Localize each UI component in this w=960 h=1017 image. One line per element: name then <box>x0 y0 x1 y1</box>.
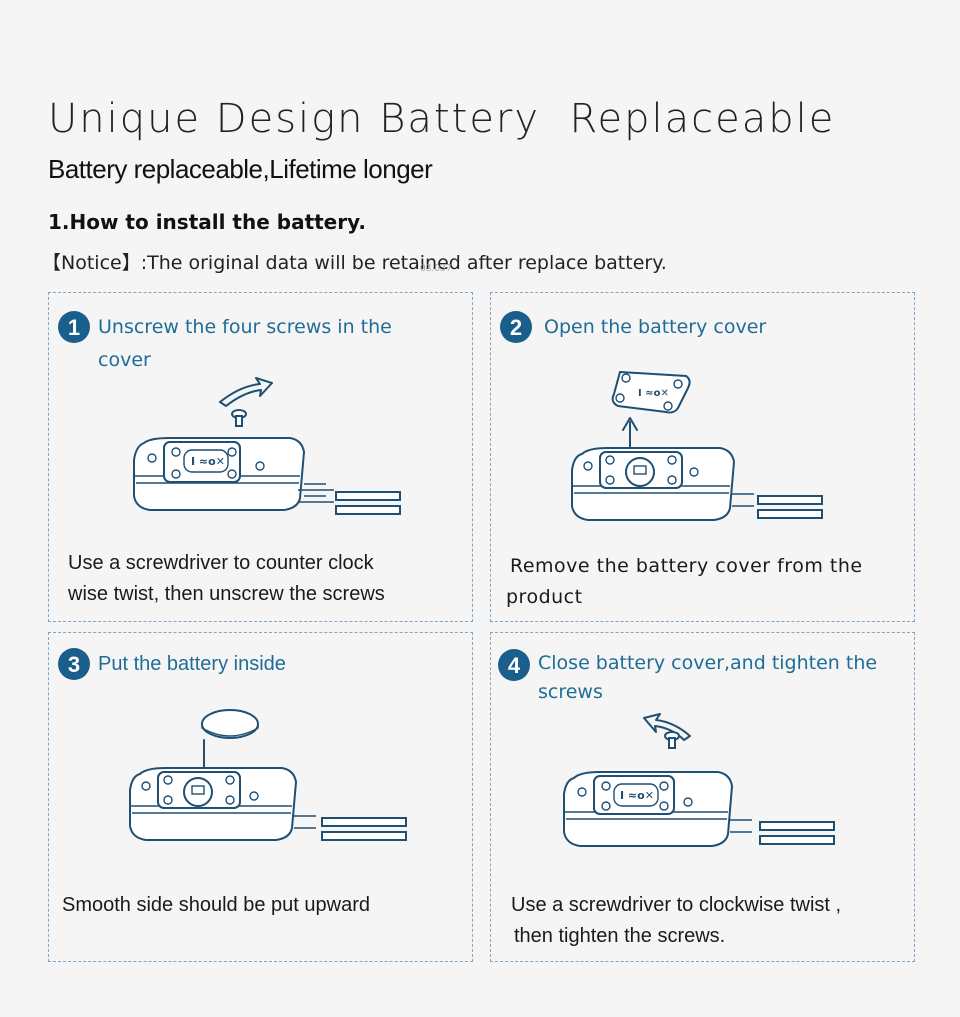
step-3-illustration <box>129 709 407 841</box>
screw-icon <box>664 731 680 749</box>
step-panel-3 <box>48 632 473 962</box>
watermark: 03.037 <box>420 264 452 274</box>
page-subtitle: Battery replaceable,Lifetime longer <box>48 154 433 184</box>
section-heading: 1.How to install the battery. <box>48 210 366 234</box>
step-2-heading: 2 Open the battery cover <box>500 311 900 344</box>
step-2-description: Remove the battery cover from the produc… <box>506 555 863 608</box>
notice-text: 【Notice】:The original data will be retai… <box>42 252 667 274</box>
step-2-illustration: I ≈o✕ <box>571 370 823 521</box>
step-panel-4 <box>490 632 915 962</box>
svg-text:I ≈o✕: I ≈o✕ <box>620 789 654 802</box>
step-panel-1 <box>48 292 473 622</box>
svg-text:I ≈o✕: I ≈o✕ <box>638 388 669 399</box>
coin-battery-icon <box>201 709 259 739</box>
screw-icon <box>231 409 247 427</box>
step-1-illustration: I ≈o✕ <box>133 377 401 515</box>
step-number-badge: 4 <box>498 649 530 681</box>
battery-cover-icon: I ≈o✕ <box>611 370 691 414</box>
device-icon <box>571 447 823 521</box>
svg-text:I ≈o✕: I ≈o✕ <box>191 455 225 468</box>
step-4-heading: 4 Close battery cover,and tighten the sc… <box>498 649 910 707</box>
step-panel-2 <box>490 292 915 622</box>
rotate-ccw-arrow-icon <box>219 377 273 407</box>
device-icon <box>129 767 407 841</box>
step-3-description: Smooth side should be put upward <box>62 894 370 916</box>
step-4-illustration: I ≈o✕ <box>563 713 835 847</box>
step-1-heading: 1 Unscrew the four screws in the cover <box>58 311 458 377</box>
step-1-description: Use a screwdriver to counter clock wise … <box>68 552 385 605</box>
device-icon: I ≈o✕ <box>563 771 835 847</box>
step-title: Close battery cover,and tighten the scre… <box>538 652 878 703</box>
step-title: Open the battery cover <box>544 316 767 338</box>
page-title: Unique Design Battery Replaceable <box>48 96 836 142</box>
step-number-badge: 2 <box>500 311 532 343</box>
device-icon: I ≈o✕ <box>133 437 401 515</box>
step-3-heading: 3 Put the battery inside <box>58 648 458 681</box>
step-number-badge: 1 <box>58 311 90 343</box>
step-4-description: Use a screwdriver to clockwise twist , t… <box>511 894 842 947</box>
step-number-badge: 3 <box>58 648 90 680</box>
step-title: Unscrew the four screws in the cover <box>98 316 392 371</box>
step-title: Put the battery inside <box>98 653 286 675</box>
